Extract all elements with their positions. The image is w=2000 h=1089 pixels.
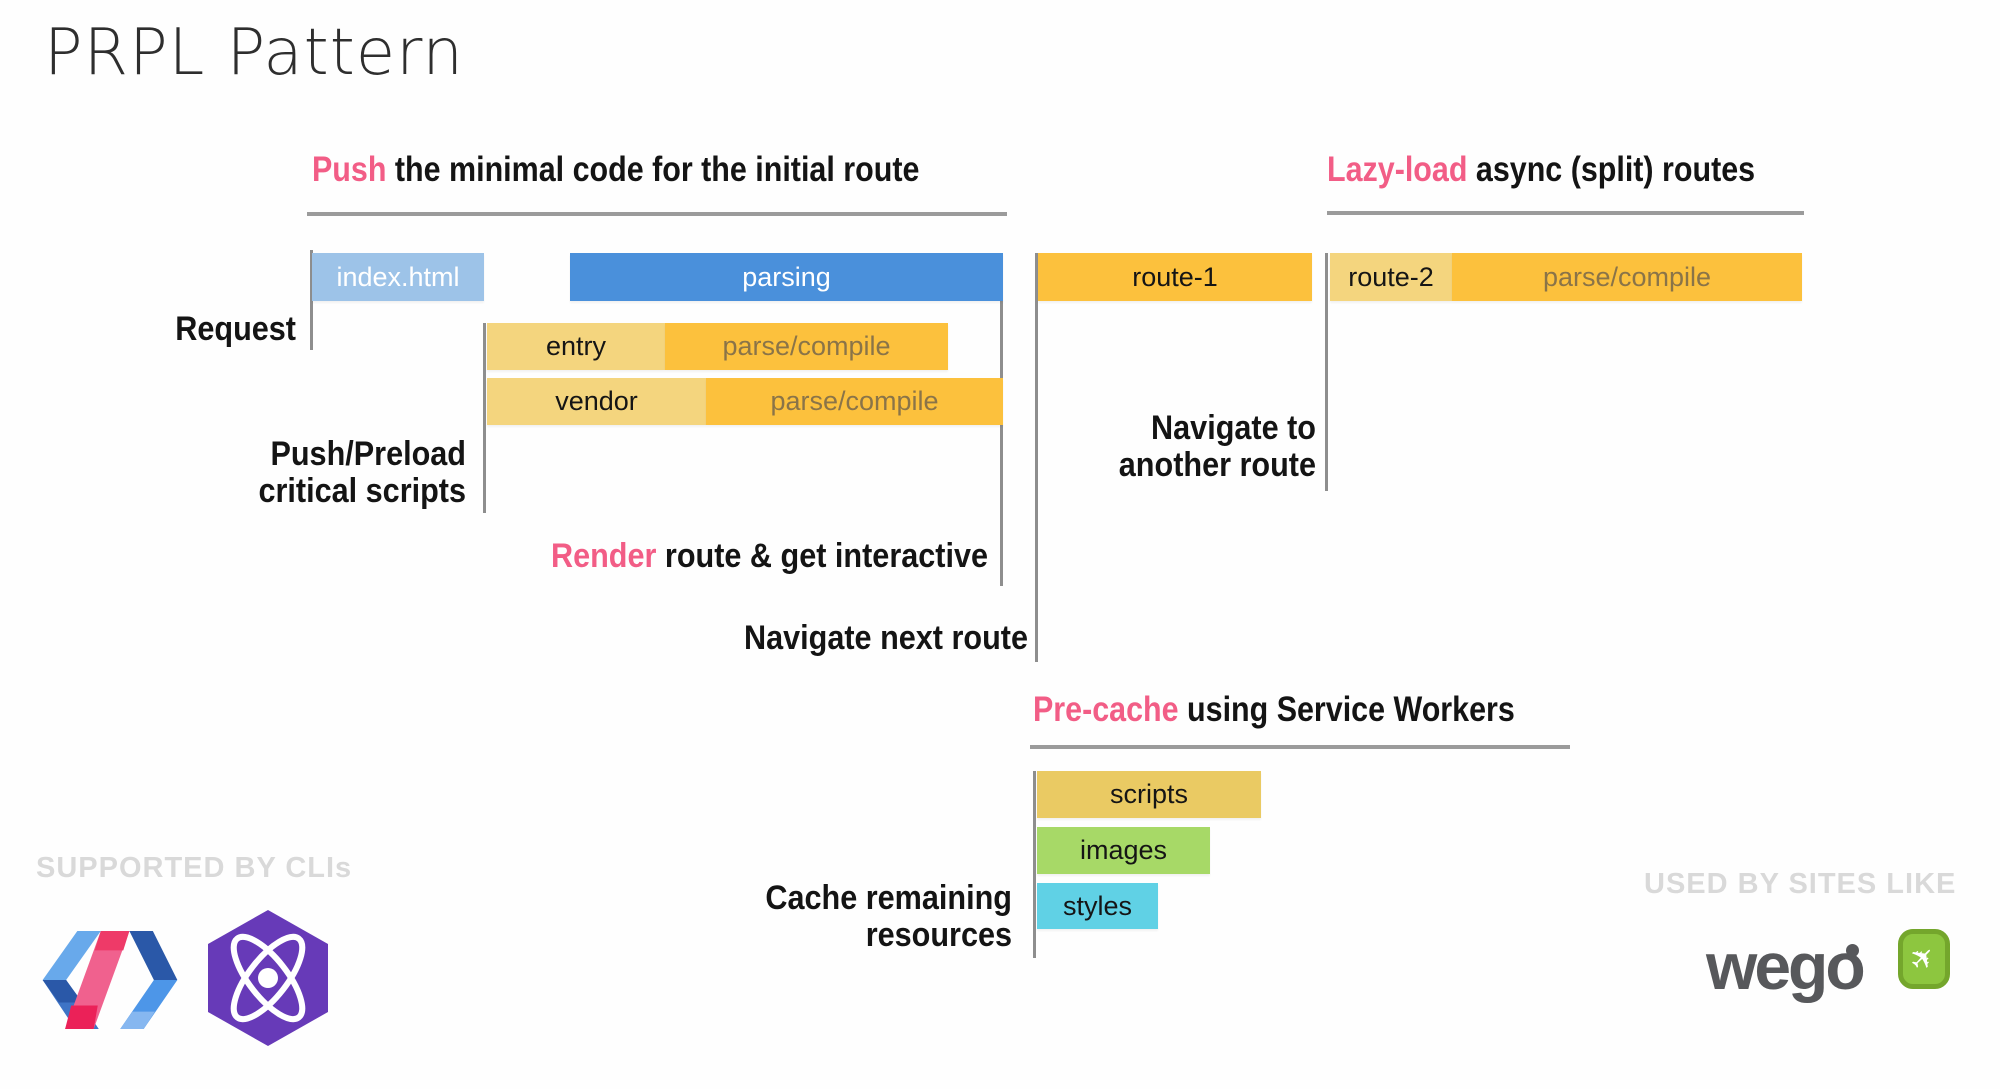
wego-logo-dot <box>1846 944 1859 957</box>
bar-parse-compile-entry: parse/compile <box>665 323 948 370</box>
heading-precache: Pre-cache using Service Workers <box>1033 690 1515 730</box>
heading-push-underline <box>307 212 1007 216</box>
heading-lazy-underline <box>1327 211 1804 215</box>
heading-lazy-load: Lazy-load async (split) routes <box>1327 150 1755 190</box>
wego-logo-text: wego <box>1706 929 1866 1003</box>
page-title: PRPL Pattern <box>44 16 464 90</box>
label-render: Render route & get interactive <box>493 538 988 575</box>
heading-push: Push the minimal code for the initial ro… <box>312 150 919 190</box>
label-cache-remaining: Cache remaining resources <box>742 880 1012 953</box>
push-preload-tick-line <box>483 323 486 513</box>
navigate-another-tick-line <box>1325 253 1328 491</box>
label-render-rest: route & get interactive <box>656 537 988 575</box>
heading-push-rest: the minimal code for the initial route <box>386 150 920 189</box>
wego-plane-icon: ✈ <box>1898 929 1950 989</box>
bar-scripts: scripts <box>1037 771 1261 818</box>
bar-route-1: route-1 <box>1038 253 1312 301</box>
heading-lazy-highlight: Lazy-load <box>1327 150 1468 189</box>
bar-parse-compile-vendor: parse/compile <box>706 378 1003 425</box>
bar-images: images <box>1037 827 1210 874</box>
label-navigate-another-line2: another route <box>1118 445 1316 484</box>
label-navigate-another-line1: Navigate to <box>1151 409 1316 447</box>
heading-precache-highlight: Pre-cache <box>1033 690 1179 729</box>
label-cache-remaining-line1: Cache remaining <box>765 879 1012 917</box>
navigate-next-tick-line <box>1035 253 1038 662</box>
label-render-highlight: Render <box>550 537 657 575</box>
bar-index-html: index.html <box>312 253 484 301</box>
label-cache-remaining-line2: resources <box>865 915 1012 954</box>
bar-route-2: route-2 <box>1330 253 1452 301</box>
label-navigate-another: Navigate to another route <box>1046 410 1316 483</box>
used-by-sites-label: USED BY SITES LIKE <box>1644 868 1957 900</box>
bar-styles: styles <box>1037 883 1158 929</box>
bar-vendor: vendor <box>487 378 706 425</box>
heading-lazy-rest: async (split) routes <box>1467 150 1756 189</box>
heading-push-highlight: Push <box>312 150 387 189</box>
cache-tick-line <box>1033 771 1036 958</box>
label-push-preload-line2: critical scripts <box>258 471 466 510</box>
request-tick-line <box>310 250 313 350</box>
bar-parse-compile-route: parse/compile <box>1452 253 1802 301</box>
supported-by-clis-label: SUPPORTED BY CLIs <box>36 852 353 884</box>
preact-logo-icon <box>208 910 328 1046</box>
plane-glyph: ✈ <box>1902 937 1945 980</box>
bar-entry: entry <box>487 323 665 370</box>
label-navigate-next: Navigate next route <box>744 619 1028 657</box>
bar-parsing: parsing <box>570 253 1003 301</box>
label-push-preload: Push/Preload critical scripts <box>223 436 466 509</box>
heading-precache-underline <box>1030 745 1570 749</box>
label-request: Request <box>175 310 296 348</box>
polymer-logo-icon <box>42 931 178 1029</box>
label-push-preload-line1: Push/Preload <box>270 435 466 473</box>
heading-precache-rest: using Service Workers <box>1178 690 1515 729</box>
